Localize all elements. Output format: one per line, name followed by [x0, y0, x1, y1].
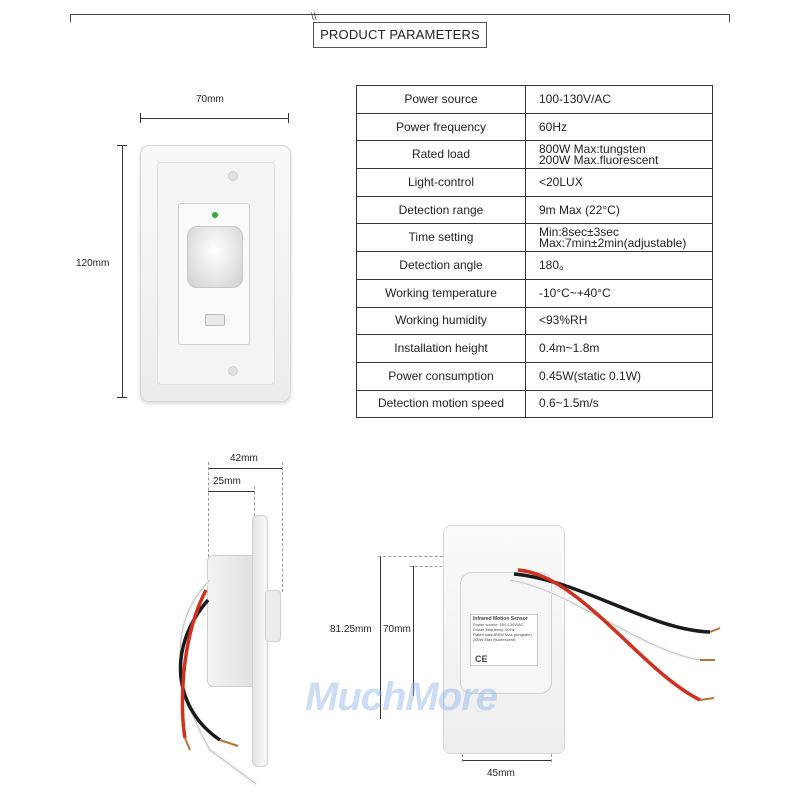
status-led-icon — [212, 212, 218, 218]
table-row: Power source 100-130V/AC — [356, 85, 713, 114]
back-wires-icon — [509, 568, 721, 702]
back-guide — [378, 556, 448, 557]
back-outer-height-line — [380, 556, 381, 719]
table-row: Detection angle 180。 — [356, 251, 713, 280]
table-row: Detection range 9m Max (22°C) — [356, 195, 713, 225]
product-label-line: Power source: 100-130V/AC — [473, 622, 524, 627]
side-guide — [208, 462, 209, 557]
side-wires-icon — [178, 578, 258, 786]
back-width-line — [462, 760, 552, 761]
table-row: Power consumption 0.45W(static 0.1W) — [356, 361, 713, 391]
table-row: Installation height 0.4m~1.8m — [356, 334, 713, 363]
side-total-depth-label: 42mm — [230, 453, 258, 464]
front-width-tick-left — [140, 113, 141, 123]
table-row: Time setting Min:8sec±3sec Max:7min±2min… — [356, 223, 713, 253]
product-label-line: Rated load:800W Max.(tungsten) — [473, 632, 532, 637]
param-label: Rated load — [356, 140, 526, 170]
param-value: 9m Max (22°C) — [525, 195, 713, 225]
param-value-line: 800W Max:tungsten — [539, 141, 646, 156]
table-row: Working humidity <93%RH — [356, 306, 713, 336]
side-guide — [282, 462, 283, 592]
table-row: Light-control <20LUX — [356, 168, 713, 197]
param-value: 800W Max:tungsten 200W Max.fluorescent — [525, 140, 713, 170]
param-value-line: 200W Max.fluorescent — [539, 152, 659, 167]
param-label: Power frequency — [356, 112, 526, 142]
param-value: -10°C~+40°C — [525, 278, 713, 308]
header-slash-mark: \\ — [311, 12, 317, 23]
sensor-module — [178, 203, 250, 345]
front-width-label: 70mm — [196, 94, 224, 105]
product-label-line: 200W Max.(fluorescent) — [473, 637, 516, 642]
table-row: Power frequency 60Hz — [356, 112, 713, 142]
front-height-tick-bottom — [117, 397, 127, 398]
page-title: PRODUCT PARAMETERS — [313, 22, 487, 48]
spec-table: Power source 100-130V/AC Power frequency… — [356, 85, 713, 419]
product-label-title: Infrared Motion Sensor — [473, 616, 528, 622]
side-switch-lens — [265, 590, 281, 642]
screw-icon — [228, 171, 238, 181]
param-value: 0.4m~1.8m — [525, 334, 713, 363]
front-height-line — [122, 145, 123, 398]
product-label: Infrared Motion Sensor Power source: 100… — [470, 614, 538, 666]
header-rule-right-tick — [729, 14, 730, 22]
param-label: Detection motion speed — [356, 389, 526, 419]
param-label: Time setting — [356, 223, 526, 253]
param-value-line: Max:7min±2min(adjustable) — [539, 235, 687, 250]
back-inner-height-line — [413, 566, 414, 696]
param-value: 60Hz — [525, 112, 713, 142]
param-value: 100-130V/AC — [525, 85, 713, 114]
side-switch-body — [207, 555, 256, 687]
side-guide — [254, 486, 255, 516]
param-value-line: Min:8sec±3sec — [539, 224, 619, 239]
param-value: Min:8sec±3sec Max:7min±2min(adjustable) — [525, 223, 713, 253]
back-width-label: 45mm — [487, 768, 515, 779]
table-row: Detection motion speed 0.6~1.5m/s — [356, 389, 713, 419]
side-body-depth-line — [208, 491, 255, 492]
param-label: Detection angle — [356, 251, 526, 280]
product-label-line: Power frequency: 60Hz — [473, 627, 515, 632]
pir-lens-icon — [187, 226, 243, 288]
param-label: Installation height — [356, 334, 526, 363]
param-label: Working temperature — [356, 278, 526, 308]
param-label: Working humidity — [356, 306, 526, 336]
table-row: Rated load 800W Max:tungsten 200W Max.fl… — [356, 140, 713, 170]
header-rule-left-tick — [70, 14, 71, 22]
front-switch-plate — [140, 145, 291, 402]
header-rule — [70, 14, 730, 15]
front-height-tick-top — [117, 145, 127, 146]
front-height-label: 120mm — [76, 258, 110, 269]
param-label: Power consumption — [356, 361, 526, 391]
param-label: Detection range — [356, 195, 526, 225]
param-value: 0.45W(static 0.1W) — [525, 361, 713, 391]
back-guide — [410, 566, 462, 567]
param-label: Power source — [356, 85, 526, 114]
adjust-knob-icon — [205, 314, 225, 326]
side-body-depth-label: 25mm — [213, 476, 241, 487]
table-row: Working temperature -10°C~+40°C — [356, 278, 713, 308]
front-width-tick-right — [288, 113, 289, 123]
param-value: <20LUX — [525, 168, 713, 197]
param-value: 0.6~1.5m/s — [525, 389, 713, 419]
ce-mark-icon: CE — [475, 654, 488, 664]
side-total-depth-line — [208, 468, 283, 469]
watermark-logo: MuchMore — [305, 675, 498, 719]
param-value: <93%RH — [525, 306, 713, 336]
screw-icon — [228, 366, 238, 376]
param-label: Light-control — [356, 168, 526, 197]
front-width-line — [140, 118, 289, 119]
param-value: 180。 — [525, 251, 713, 280]
back-outer-height-label: 81.25mm — [330, 624, 372, 635]
back-inner-height-label: 70mm — [383, 624, 411, 635]
